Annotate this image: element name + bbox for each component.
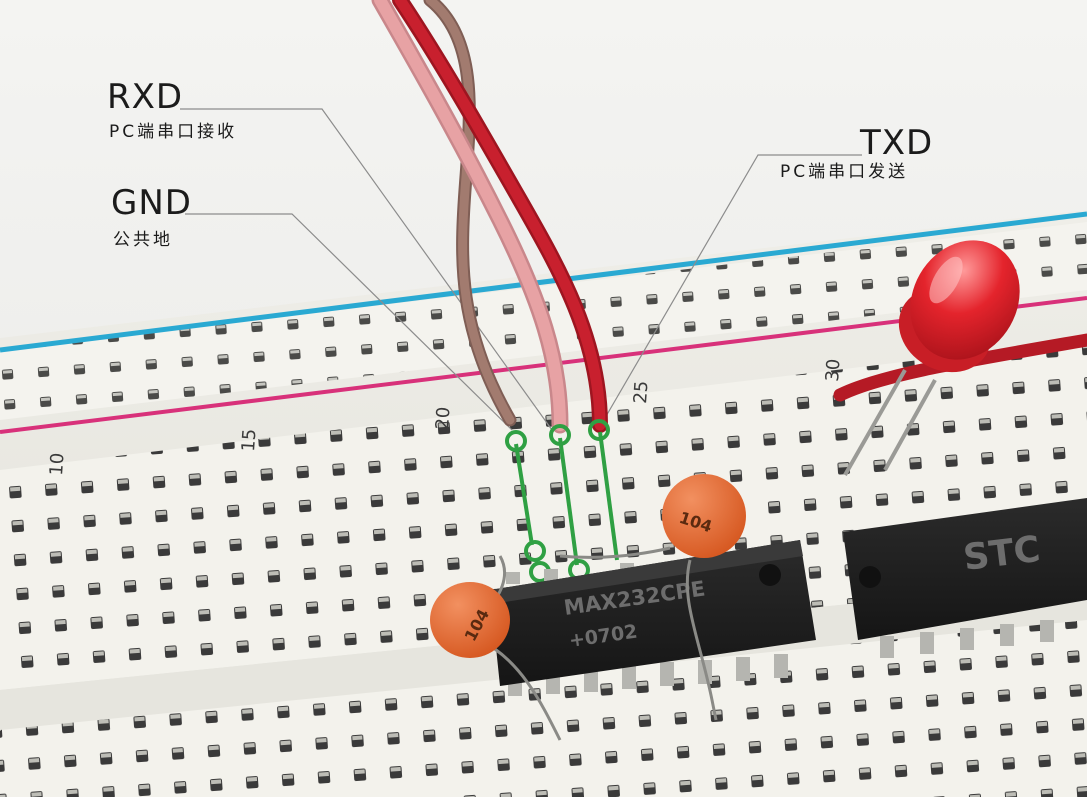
wires	[371, 0, 1087, 434]
column-number-10: 10	[46, 452, 69, 476]
stc-chip: STC	[843, 498, 1087, 658]
column-number-30: 30	[822, 358, 845, 382]
rxd-label-subtitle: PC端串口接收	[109, 122, 238, 142]
column-number-25: 25	[630, 380, 653, 404]
wire-red-right	[833, 333, 1087, 402]
jumper-txd	[598, 431, 619, 561]
column-number-15: 15	[238, 428, 261, 452]
rail-blue-line	[0, 211, 1087, 353]
gnd-leader-line	[185, 213, 513, 431]
column-number-20: 20	[432, 406, 455, 430]
stc-marking: STC	[961, 529, 1042, 579]
jumper-gnd-start	[505, 430, 527, 452]
gnd-label-title: GND	[111, 183, 192, 223]
jumper-annotations	[505, 419, 619, 583]
rxd-label-title: RXD	[107, 77, 184, 117]
jumper-rxd	[558, 437, 579, 566]
capacitor-left: 104	[430, 555, 562, 741]
gnd-label-subtitle: 公共地	[113, 230, 173, 250]
max232-chip: MAX232CPE +0702	[490, 540, 816, 696]
txd-leader-line	[597, 154, 862, 431]
txd-label-subtitle: PC端串口发送	[780, 162, 909, 182]
jumper-gnd	[514, 443, 534, 546]
txd-label-title: TXD	[860, 123, 934, 163]
red-led	[843, 240, 1020, 476]
wire-red	[394, 0, 606, 431]
capacitor-right: 104	[559, 474, 746, 721]
wire-brown	[425, 0, 515, 425]
wire-pink	[374, 0, 566, 431]
jumper-rxd-start	[549, 424, 571, 446]
jumper-txd-start	[588, 419, 610, 441]
terminal-strip-upper	[0, 340, 1087, 690]
jumper-gnd-end	[524, 540, 546, 562]
